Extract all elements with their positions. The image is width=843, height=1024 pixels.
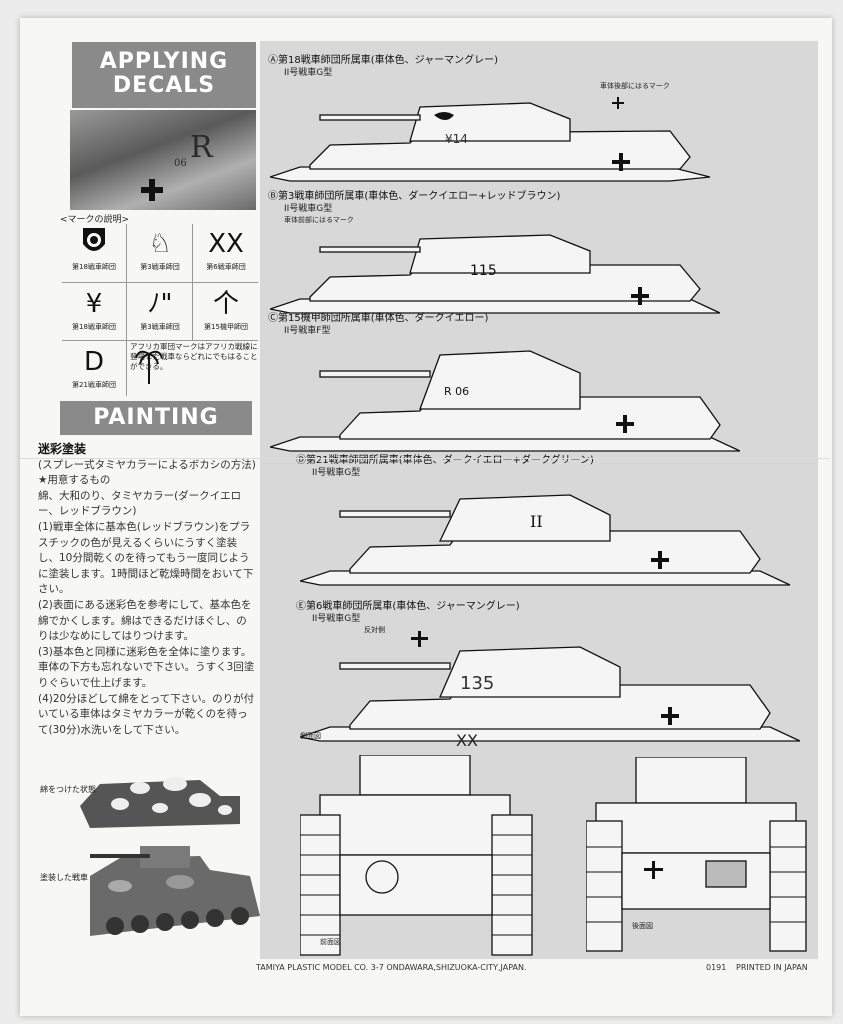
photo-letter: R [190, 130, 213, 165]
bear-icon: ♘ [148, 229, 172, 259]
painting-title: 迷彩塗装 [38, 442, 87, 456]
decal-photo: R 06 [70, 110, 256, 210]
mark-18th-div: 第18戦車師団 [62, 226, 126, 282]
painting-step-4: (4)20分ほどして綿をとって下さい。のりが付いている車体はタミヤカラーが乾くの… [38, 692, 255, 736]
double-x-icon: XX [208, 229, 244, 259]
tank-a-number: ¥14 [445, 132, 468, 146]
bull-head-icon [62, 226, 126, 262]
mark-15th-div: 个 第15機甲師団 [194, 286, 258, 342]
front-division-mark: XX [456, 731, 478, 750]
painting-step-2: (2)表面にある迷彩色を参考にして、基本色を綿でかくします。綿はできるだけほぐし… [38, 598, 252, 643]
balkenkreuz-icon [141, 179, 163, 201]
section-d-subtitle: II号戦車G型 [312, 468, 361, 478]
arrow-cross-icon: 个 [212, 289, 239, 319]
mark-3rd-div-rune: ﾉ" 第3戦車師団 [128, 286, 192, 342]
tank-a-side-view: ¥14 [270, 97, 711, 182]
decals-header: APPLYING DECALS [72, 42, 256, 108]
tank-c-number: R 06 [444, 385, 469, 398]
mark-3rd-div-bear: ♘ 第3戦車師団 [128, 226, 192, 282]
painting-step-1: (1)戦車全体に基本色(レッドブラウン)をプラスチックの色が見えるくらいにうすく… [38, 520, 254, 596]
section-c-subtitle: II号戦車F型 [284, 326, 331, 336]
tank-e-side-view: 135 [300, 631, 800, 742]
legend-title: <マークの説明> [60, 215, 130, 225]
tank-diagram-panel: Ⓐ第18戦車師団所属車(車体色、ジャーマングレー) II号戦車G型 車体後部には… [260, 41, 818, 959]
instruction-sheet: APPLYING DECALS R 06 <マークの説明> 第18戦車師団 ♘ … [20, 18, 832, 1016]
palm-tree-icon [135, 350, 163, 384]
tank-rear-view [586, 757, 807, 952]
side-view-label: 側面図 [300, 732, 321, 740]
rear-view-label: 後面図 [632, 922, 653, 930]
painting-line-1: (スプレー式タミヤカラーによるボカシの方法) [38, 458, 256, 471]
rune-icon: ﾉ" [147, 289, 173, 319]
afrika-korps-note: アフリカ軍団マークはアフリカ戦線に登場した戦車ならどれにでもはることができる。 [130, 342, 258, 371]
caption-painted: 塗装した戦車 [40, 873, 88, 882]
section-b-note: 車体前部にはるマーク [284, 216, 354, 224]
mark-legend-grid: 第18戦車師団 ♘ 第3戦車師団 XX 第6戦車師団 ¥ 第18戦車師団 ﾉ" … [62, 224, 258, 396]
d-bar-icon: D [83, 347, 105, 377]
section-c-title: Ⓒ第15機甲師団所属車(車体色、ダークイエロー) [268, 313, 489, 324]
caption-cotton: 綿をつけた状態 [40, 785, 96, 794]
section-e-note: 反対側 [364, 626, 385, 634]
decals-header-line2: DECALS [112, 73, 216, 98]
section-a-note: 車体後部にはるマーク [600, 82, 670, 90]
section-d-title: Ⓓ第21戦車師団所属車(車体色、ダークイエロー+ダークグリーン) [296, 455, 594, 466]
footer-printed: PRINTED IN JAPAN [736, 963, 808, 972]
painting-step-3: (3)基本色と同様に迷彩色を全体に塗ります。車体の下方も忘れないで下さい。うすく… [38, 645, 255, 689]
section-b-subtitle: II号戦車G型 [284, 204, 333, 214]
mark-6th-div: XX 第6戦車師団 [194, 226, 258, 282]
painting-line-3: 綿、大和のり、タミヤカラー(ダークイエロー、レッドブラウン) [38, 489, 242, 518]
photo-number: 06 [174, 158, 187, 169]
painting-line-2: ★用意するもの [38, 474, 111, 487]
tank-d-number: II [530, 512, 543, 531]
section-a-subtitle: II号戦車G型 [284, 68, 333, 78]
tank-b-number: 115 [470, 263, 497, 279]
yen-fork-icon: ¥ [85, 289, 103, 319]
section-b-title: Ⓑ第3戦車師団所属車(車体色、ダークイエロー+レッドブラウン) [268, 191, 561, 202]
tank-d-side-view: II [300, 494, 791, 586]
tank-c-side-view: R 06 [270, 350, 740, 452]
painting-header: PAINTING [60, 401, 252, 435]
decals-header-line1: APPLYING [99, 49, 229, 74]
camouflage-photos: 綿をつけた状態 塗装した戦車 [40, 758, 260, 948]
section-e-subtitle: II号戦車G型 [312, 614, 361, 624]
tank-front-view [300, 755, 533, 956]
footer-company: TAMIYA PLASTIC MODEL CO. 3-7 ONDAWARA,SH… [256, 963, 527, 972]
mark-18th-div-fork: ¥ 第18戦車師団 [62, 286, 126, 342]
tank-b-side-view: 115 [270, 234, 720, 314]
footer-code: 0191 [706, 963, 727, 972]
front-view-label: 前面図 [320, 938, 341, 946]
mark-21st-div: D 第21戦車師団 [62, 344, 126, 400]
section-e-title: Ⓔ第6戦車師団所属車(車体色、ジャーマングレー) [296, 601, 520, 612]
tank-e-number: 135 [460, 673, 494, 694]
section-a-title: Ⓐ第18戦車師団所属車(車体色、ジャーマングレー) [268, 55, 499, 66]
painting-instructions: 迷彩塗装 (スプレー式タミヤカラーによるボカシの方法) ★用意するもの 綿、大和… [38, 442, 256, 738]
